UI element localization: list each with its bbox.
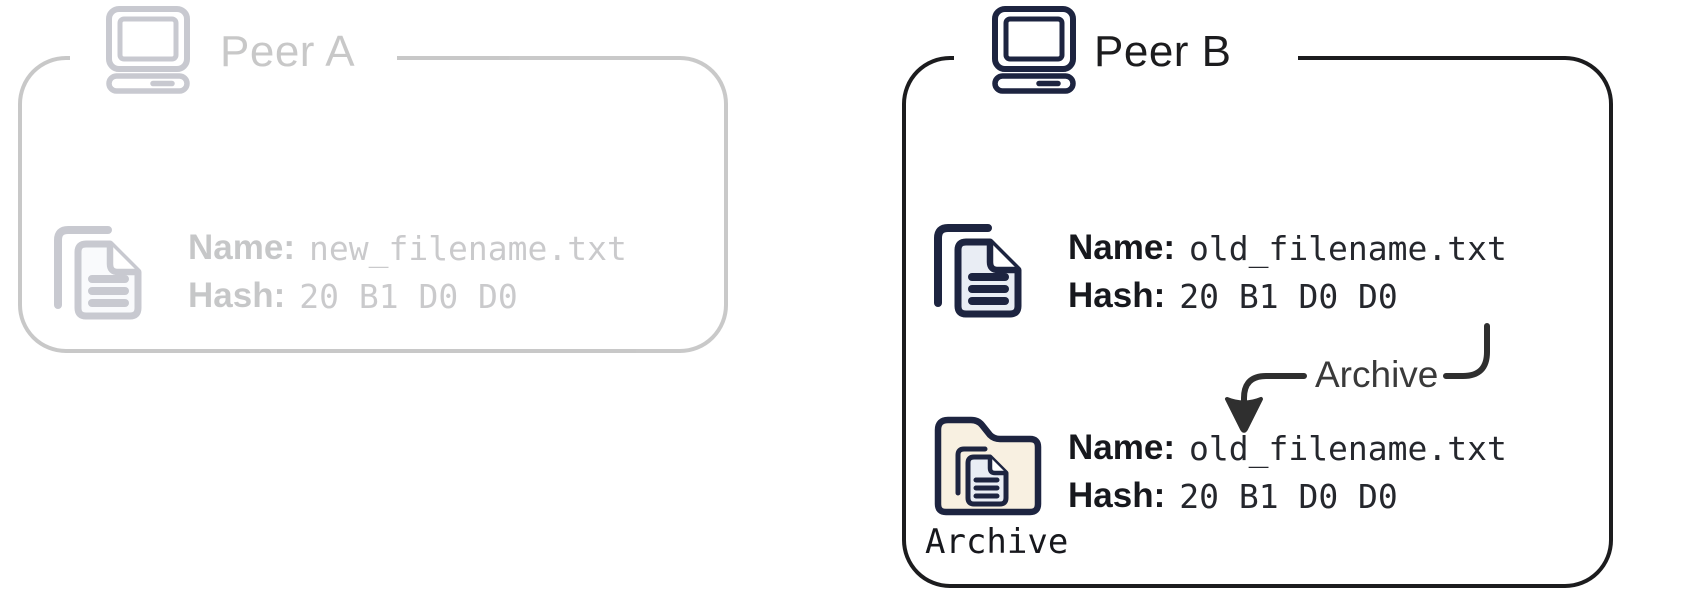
file-hash-label: Hash: xyxy=(1068,476,1166,515)
peer-b-file-entry: Name: old_filename.txt Hash: 20 B1 D0 D0 xyxy=(1068,224,1507,320)
folder-icon xyxy=(933,414,1043,521)
file-hash-row: Hash: 20 B1 D0 D0 xyxy=(188,272,627,320)
file-name-row: Name: old_filename.txt xyxy=(1068,224,1507,272)
copy-file-icon xyxy=(926,216,1022,325)
peer-b-titlebar: Peer B xyxy=(954,2,1298,102)
computer-icon xyxy=(106,5,190,99)
file-hash-row: Hash: 20 B1 D0 D0 xyxy=(1068,272,1507,320)
file-name-row: Name: new_filename.txt xyxy=(188,224,627,272)
peer-b-archive-entry: Name: old_filename.txt Hash: 20 B1 D0 D0 xyxy=(1068,424,1507,520)
peer-a-box xyxy=(18,56,728,353)
file-name-label: Name: xyxy=(188,228,295,267)
file-name-label: Name: xyxy=(1068,428,1175,467)
file-name-value: old_filename.txt xyxy=(1188,228,1507,268)
peer-a-file-entry: Name: new_filename.txt Hash: 20 B1 D0 D0 xyxy=(188,224,627,320)
file-name-label: Name: xyxy=(1068,228,1175,267)
peer-a-titlebar: Peer A xyxy=(70,2,397,102)
archive-folder-label: Archive xyxy=(925,522,1069,562)
file-hash-row: Hash: 20 B1 D0 D0 xyxy=(1068,472,1507,520)
file-hash-value: 20 B1 D0 D0 xyxy=(1179,276,1398,316)
file-hash-label: Hash: xyxy=(1068,276,1166,315)
file-hash-value: 20 B1 D0 D0 xyxy=(1179,476,1398,516)
peer-b-title: Peer B xyxy=(1094,27,1232,76)
file-name-value: new_filename.txt xyxy=(308,228,627,268)
file-hash-label: Hash: xyxy=(188,276,286,315)
file-name-value: old_filename.txt xyxy=(1188,428,1507,468)
file-name-row: Name: old_filename.txt xyxy=(1068,424,1507,472)
computer-icon xyxy=(992,5,1076,99)
copy-file-icon xyxy=(46,218,142,327)
peer-a-title: Peer A xyxy=(220,27,356,76)
file-hash-value: 20 B1 D0 D0 xyxy=(299,276,518,316)
archive-arrow-label: Archive xyxy=(1315,354,1439,395)
